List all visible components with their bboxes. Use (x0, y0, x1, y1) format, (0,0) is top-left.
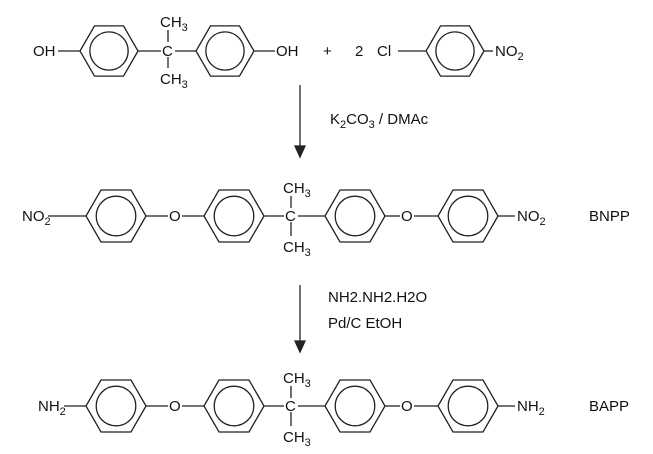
benzene-ring (437, 189, 499, 243)
methyl-bottom: CH3 (283, 239, 311, 259)
benzene-ring (324, 189, 386, 243)
nitro-right: NO2 (517, 208, 546, 228)
hydroxyl-right: OH (276, 43, 299, 60)
methyl-top: CH3 (160, 14, 188, 34)
aromatic-circle (334, 195, 376, 237)
methyl-top: CH3 (283, 180, 311, 200)
aromatic-circle (95, 195, 137, 237)
ether-oxygen-right: O (401, 398, 413, 415)
compound-label-bnpp: BNPP (589, 208, 630, 225)
quaternary-carbon: C (285, 398, 296, 415)
plus-sign: + (323, 43, 332, 60)
compound-label-bapp: BAPP (589, 398, 629, 415)
coefficient: 2 (355, 43, 363, 60)
quaternary-carbon: C (162, 43, 173, 60)
aromatic-circle (213, 385, 255, 427)
benzene-ring (437, 379, 499, 433)
aromatic-circle (435, 31, 475, 71)
hydroxyl-left: OH (33, 43, 56, 60)
amino-left: NH2 (38, 398, 66, 418)
arrowhead-1 (293, 145, 307, 159)
benzene-ring (203, 189, 265, 243)
step2-reagent: NH2.NH2.H2O (328, 289, 427, 306)
arrowhead-2 (293, 340, 307, 354)
benzene-ring (85, 189, 147, 243)
step1-conditions: K2CO3 / DMAc (330, 111, 429, 131)
ether-oxygen-left: O (169, 398, 181, 415)
ether-oxygen-right: O (401, 208, 413, 225)
aromatic-circle (447, 195, 489, 237)
methyl-bottom: CH3 (283, 429, 311, 449)
aromatic-circle (447, 385, 489, 427)
benzene-ring (79, 25, 139, 77)
benzene-ring (85, 379, 147, 433)
nitro-left: NO2 (22, 208, 51, 228)
benzene-ring (195, 25, 255, 77)
bonds (48, 30, 515, 426)
amino-right: NH2 (517, 398, 545, 418)
quaternary-carbon: C (285, 208, 296, 225)
nitro-group: NO2 (495, 43, 524, 63)
aromatic-circle (205, 31, 245, 71)
aromatic-circle (213, 195, 255, 237)
aromatic-circle (89, 31, 129, 71)
benzene-ring (425, 25, 485, 77)
benzene-ring (203, 379, 265, 433)
methyl-top: CH3 (283, 370, 311, 390)
step2-catalyst-solvent: Pd/C EtOH (328, 315, 402, 332)
benzene-ring (324, 379, 386, 433)
aromatic-circle (334, 385, 376, 427)
chloro-group: Cl (377, 43, 391, 60)
ether-oxygen-left: O (169, 208, 181, 225)
methyl-bottom: CH3 (160, 71, 188, 91)
aromatic-circle (95, 385, 137, 427)
